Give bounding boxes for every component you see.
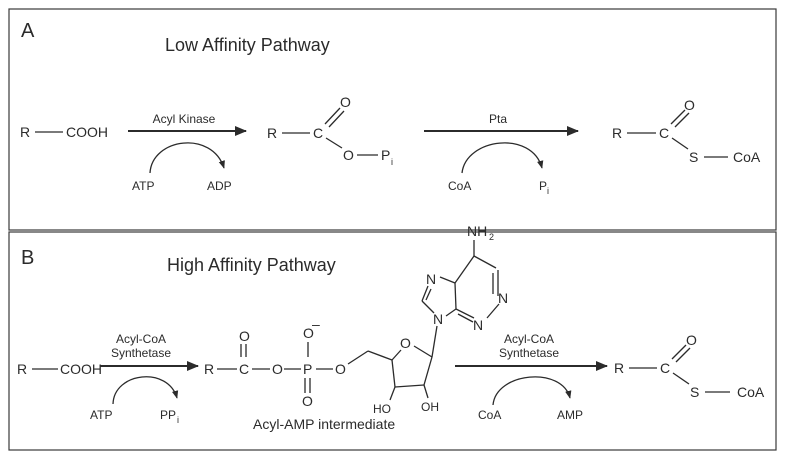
svg-text:C: C (239, 361, 249, 377)
panel-b-title: High Affinity Pathway (167, 255, 336, 275)
svg-text:O: O (684, 97, 695, 113)
svg-text:COOH: COOH (66, 124, 108, 140)
cofactor-out: P (539, 179, 547, 193)
svg-text:O: O (686, 332, 697, 348)
svg-text:R: R (204, 361, 214, 377)
svg-text:O: O (303, 325, 314, 341)
panel-a-frame (8, 8, 777, 231)
svg-text:R: R (614, 360, 624, 376)
svg-text:O: O (239, 328, 250, 344)
svg-text:C: C (313, 125, 323, 141)
svg-text:O: O (335, 361, 346, 377)
svg-text:R: R (20, 124, 30, 140)
svg-text:NH: NH (467, 223, 487, 239)
cofactor-out: AMP (557, 408, 583, 422)
panel-a-substrate: R COOH (20, 124, 108, 140)
cofactor-in: ATP (90, 408, 112, 422)
svg-text:P: P (303, 361, 312, 377)
cofactor-arc (461, 142, 544, 174)
cofactor-arc (149, 142, 225, 174)
intermediate-label: Acyl-AMP intermediate (253, 416, 395, 432)
enzyme-label: Pta (489, 112, 507, 126)
panel-a-acyl-phosphate: R C O O P i (267, 94, 393, 167)
enzyme-label: Acyl Kinase (153, 112, 216, 126)
svg-text:O: O (302, 393, 313, 409)
cofactor-in: CoA (478, 408, 501, 422)
cofactor-in: ATP (132, 179, 154, 193)
svg-text:R: R (267, 125, 277, 141)
enzyme-label-line1: Acyl-CoA (116, 332, 166, 346)
panel-b-frame (8, 231, 777, 451)
svg-text:CoA: CoA (733, 149, 761, 165)
panel-b-step1: Acyl-CoA Synthetase ATP PP i (90, 332, 199, 425)
svg-text:P: P (381, 147, 390, 163)
svg-text:CoA: CoA (737, 384, 765, 400)
panel-a-letter: A (21, 20, 35, 42)
svg-text:C: C (659, 125, 669, 141)
cofactor-out-sub: i (547, 186, 549, 196)
panel-a-acyl-coa: R C O S CoA (612, 97, 761, 165)
svg-text:O: O (340, 94, 351, 110)
svg-text:N: N (433, 311, 443, 327)
svg-text:R: R (612, 125, 622, 141)
svg-text:S: S (689, 149, 698, 165)
svg-text:O: O (272, 361, 283, 377)
acyl-amp-structure: R C O O P O – O O O (204, 223, 508, 432)
svg-text:2: 2 (489, 232, 494, 242)
panel-b-letter: B (21, 247, 34, 269)
enzyme-label-line2: Synthetase (111, 346, 171, 360)
cofactor-arc (112, 376, 179, 405)
svg-text:N: N (426, 271, 436, 287)
svg-text:OH: OH (421, 400, 439, 414)
panel-a-title: Low Affinity Pathway (165, 35, 330, 55)
cofactor-in: CoA (448, 179, 471, 193)
cofactor-arc (492, 376, 572, 406)
panel-b: B High Affinity Pathway R COOH Acyl-CoA … (8, 223, 777, 451)
svg-text:O: O (400, 335, 411, 351)
svg-text:O: O (343, 147, 354, 163)
panel-b-step2: Acyl-CoA Synthetase CoA AMP (455, 332, 608, 422)
cofactor-out: ADP (207, 179, 232, 193)
panel-a-step2: Pta CoA P i (424, 112, 579, 196)
svg-text:–: – (312, 316, 320, 332)
enzyme-label-line2: Synthetase (499, 346, 559, 360)
panel-a-step1: Acyl Kinase ATP ADP (128, 112, 247, 193)
panel-a: A Low Affinity Pathway R COOH Acyl Kinas… (8, 8, 777, 231)
enzyme-label-line1: Acyl-CoA (504, 332, 554, 346)
panel-b-acyl-coa: R C O S CoA (614, 332, 765, 400)
svg-text:R: R (17, 361, 27, 377)
svg-text:C: C (660, 360, 670, 376)
svg-text:COOH: COOH (60, 361, 102, 377)
panel-b-substrate: R COOH (17, 361, 102, 377)
svg-text:i: i (391, 157, 393, 167)
svg-text:N: N (498, 290, 508, 306)
svg-text:N: N (473, 317, 483, 333)
cofactor-out: PP (160, 408, 176, 422)
svg-text:HO: HO (373, 402, 391, 416)
cofactor-out-sub: i (177, 415, 179, 425)
svg-text:S: S (690, 384, 699, 400)
